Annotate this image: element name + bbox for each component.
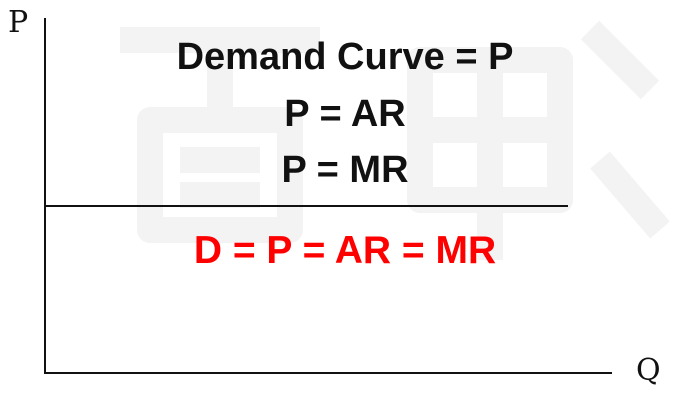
demand-curve-line <box>46 205 568 207</box>
equation-price-average-revenue: P = AR <box>284 93 406 135</box>
equation-demand-curve: Demand Curve = P <box>176 36 514 78</box>
y-axis-label: P <box>8 5 29 40</box>
equation-price-marginal-revenue: P = MR <box>281 149 409 191</box>
x-axis <box>44 372 612 374</box>
y-axis <box>44 18 46 374</box>
x-axis-label: Q <box>636 353 661 388</box>
demand-curve-label: D = P = AR = MR <box>193 229 497 272</box>
